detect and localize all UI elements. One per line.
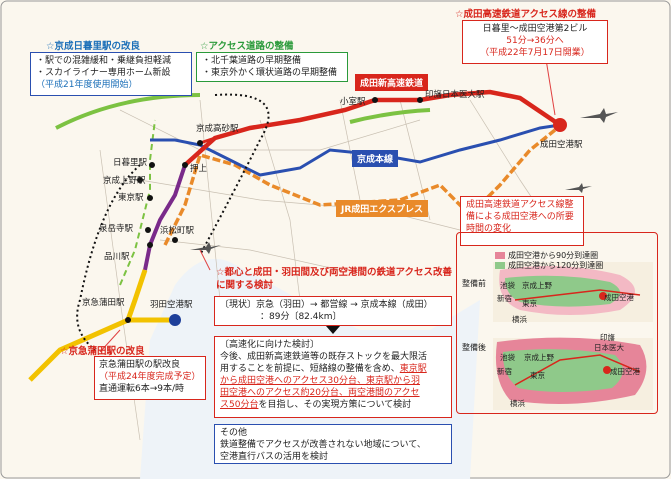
tag-narita-new: 成田新高速鉄道 xyxy=(355,74,429,91)
roads-line1: ・北千葉道路の早期整備 xyxy=(202,56,302,66)
time-title1: 成田高速鉄道アクセス線整 xyxy=(466,200,574,210)
mini-after-narita: 成田空港 xyxy=(610,367,640,376)
legend-swatch-90 xyxy=(495,252,505,259)
station-keisei-takasago: 京成高砂駅 xyxy=(196,124,239,134)
kamata-line3: 直通運転6本→9本/時 xyxy=(99,384,185,394)
heading-nippori: ☆京成日暮里駅の改良 xyxy=(46,41,141,52)
road-outer-ring xyxy=(55,93,201,130)
station-keisei-ueno: 京成上野駅 xyxy=(103,176,146,186)
heading-access-roads: ☆アクセス道路の整備 xyxy=(200,41,294,52)
station-sengakuji: 泉岳寺駅 xyxy=(99,224,134,234)
mini-after-shinjuku: 新宿 xyxy=(497,367,512,376)
mini-after-ikebukuro: 池袋 xyxy=(500,353,515,362)
kamata-line2: （平成24年度完成予定） xyxy=(99,372,201,382)
tag-jr-express: JR成田エクスプレス xyxy=(336,200,429,217)
narita-line-line1: 日暮里～成田空港第2ビル xyxy=(482,24,588,34)
mini-before-shinjuku: 新宿 xyxy=(497,294,512,303)
legend-90: 成田空港から90分到達圏 xyxy=(508,251,599,260)
station-haneda: 羽田空港駅 xyxy=(150,300,193,310)
mini-before-keisei-ueno: 京成上野 xyxy=(522,281,552,290)
roads-box: ・北千葉道路の早期整備 ・東京外かく環状道路の早期整備 xyxy=(196,52,348,82)
station-oshiage: 押上 xyxy=(190,164,208,174)
station-hamamatsucho: 浜松町駅 xyxy=(160,226,195,236)
road-outer-ring-planned xyxy=(119,119,156,286)
speedup-line3b: 東京駅 xyxy=(399,364,427,374)
mini-after-nichi-idai: 日本医大 xyxy=(594,343,624,352)
nippori-box: ・駅での混雑緩和・乗継負担軽減 ・スカイライナー専用ホーム新設 （平成21年度使… xyxy=(30,52,192,96)
speedup-line6b: を目指し、その実現方策について検討 xyxy=(258,400,412,410)
mini-before-tokyo: 東京 xyxy=(522,299,537,308)
down-arrow xyxy=(326,326,340,334)
current-box: 〔現状〕京急（羽田）→ 都営線 → 京成本線（成田） ：89分〔82.4km〕 xyxy=(214,296,452,326)
other-line1: その他 xyxy=(220,428,248,438)
narita-airport-marker xyxy=(553,118,567,132)
speedup-line2: 今後、成田新高速鉄道等の既存ストックを最大限活 xyxy=(220,352,428,362)
mini-before-narita: 成田空港 xyxy=(604,293,634,302)
mini-map-after xyxy=(493,337,653,410)
station-komuro: 小室駅 xyxy=(340,97,366,107)
time-title3: 時間の変化 xyxy=(466,224,512,234)
heading-tokyo-haneda: ☆都心と成田・羽田間及び両空港間の鉄道アクセス改善に関する検討 xyxy=(216,267,453,291)
legend-swatch-120 xyxy=(495,262,505,269)
mini-after-keisei-ueno: 京成上野 xyxy=(524,353,554,362)
station-shinagawa: 品川駅 xyxy=(104,252,130,262)
label-before: 整備前 xyxy=(462,279,486,288)
station-dots xyxy=(125,97,423,323)
label-after: 整備後 xyxy=(462,343,486,352)
narita-line-line3: （平成22年7月17日開業） xyxy=(480,48,590,58)
tag-keisei-main: 京成本線 xyxy=(352,150,399,167)
heading-narita-line: ☆成田高速鉄道アクセス線の整備 xyxy=(455,9,597,20)
nippori-line1: ・駅での混雑緩和・乗継負担軽減 xyxy=(36,56,172,66)
station-keikyu-kamata: 京急蒲田駅 xyxy=(82,298,125,308)
nippori-line3: （平成21年度使用開始） xyxy=(36,80,138,90)
speedup-line1: 〔高速化に向けた検討〕 xyxy=(220,340,320,350)
station-nippori: 日暮里駅 xyxy=(113,158,148,168)
road-hokuchiba xyxy=(349,108,431,124)
speedup-line4: から成田空港へのアクセス30分台、東京駅から羽 xyxy=(220,376,421,386)
roads-line2: ・東京外かく環状道路の早期整備 xyxy=(202,68,338,78)
nippori-line2: ・スカイライナー専用ホーム新設 xyxy=(36,68,171,78)
current-line2: ：89分〔82.4km〕 xyxy=(260,312,342,322)
speedup-line3a: 用することを前提に、短絡線の整備を含め、 xyxy=(220,364,400,374)
narita-line-line2: 51分→36分へ xyxy=(506,36,564,46)
station-inba-nichi-idai: 印旛日本医大駅 xyxy=(425,90,485,100)
keikyu-main-line xyxy=(28,317,130,382)
current-line1: 〔現状〕京急（羽田）→ 都営線 → 京成本線（成田） xyxy=(220,300,433,310)
toei-asakusa-line xyxy=(143,164,187,271)
speedup-box: 〔高速化に向けた検討〕 今後、成田新高速鉄道等の既存ストックを最大限活 用するこ… xyxy=(214,336,452,418)
airplane-icons xyxy=(190,108,618,254)
time-change-title-box: 成田高速鉄道アクセス線整 備による成田空港への所要 時間の変化 xyxy=(460,196,584,246)
station-tokyo: 東京駅 xyxy=(118,193,144,203)
other-box: その他 鉄道整備でアクセスが改善されない地域について、 空港直行バスの活用を検討 xyxy=(214,424,452,464)
station-narita-airport: 成田空港駅 xyxy=(540,140,583,150)
mini-before-yokohama: 横浜 xyxy=(512,315,527,324)
mini-before-ikebukuro: 池袋 xyxy=(500,281,515,290)
mini-after-tokyo: 東京 xyxy=(530,371,545,380)
speedup-line6a: ス50分台 xyxy=(220,400,259,410)
kamata-line1: 京急蒲田駅の駅改良 xyxy=(99,360,181,370)
narita-line-box: 日暮里～成田空港第2ビル 51分→36分へ （平成22年7月17日開業） xyxy=(462,20,608,64)
other-line3: 空港直行バスの活用を検討 xyxy=(220,452,329,462)
legend-120: 成田空港から120分到達圏 xyxy=(508,261,604,270)
mini-after-yokohama: 横浜 xyxy=(510,399,525,408)
time-title2: 備による成田空港への所要 xyxy=(466,212,574,222)
haneda-airport-marker xyxy=(169,314,181,326)
heading-kamata: ☆京急蒲田駅の改良 xyxy=(60,346,145,357)
mini-map-before xyxy=(493,262,653,322)
other-line2: 鉄道整備でアクセスが改善されない地域について、 xyxy=(220,440,426,450)
kamata-box: 京急蒲田駅の駅改良 （平成24年度完成予定） 直通運転6本→9本/時 xyxy=(94,356,206,400)
mini-after-inba: 印旛 xyxy=(600,333,615,342)
dotted-link-east xyxy=(199,93,270,256)
speedup-line5: 田空港へのアクセス約20分台、両空港間のアクセ xyxy=(220,388,420,398)
